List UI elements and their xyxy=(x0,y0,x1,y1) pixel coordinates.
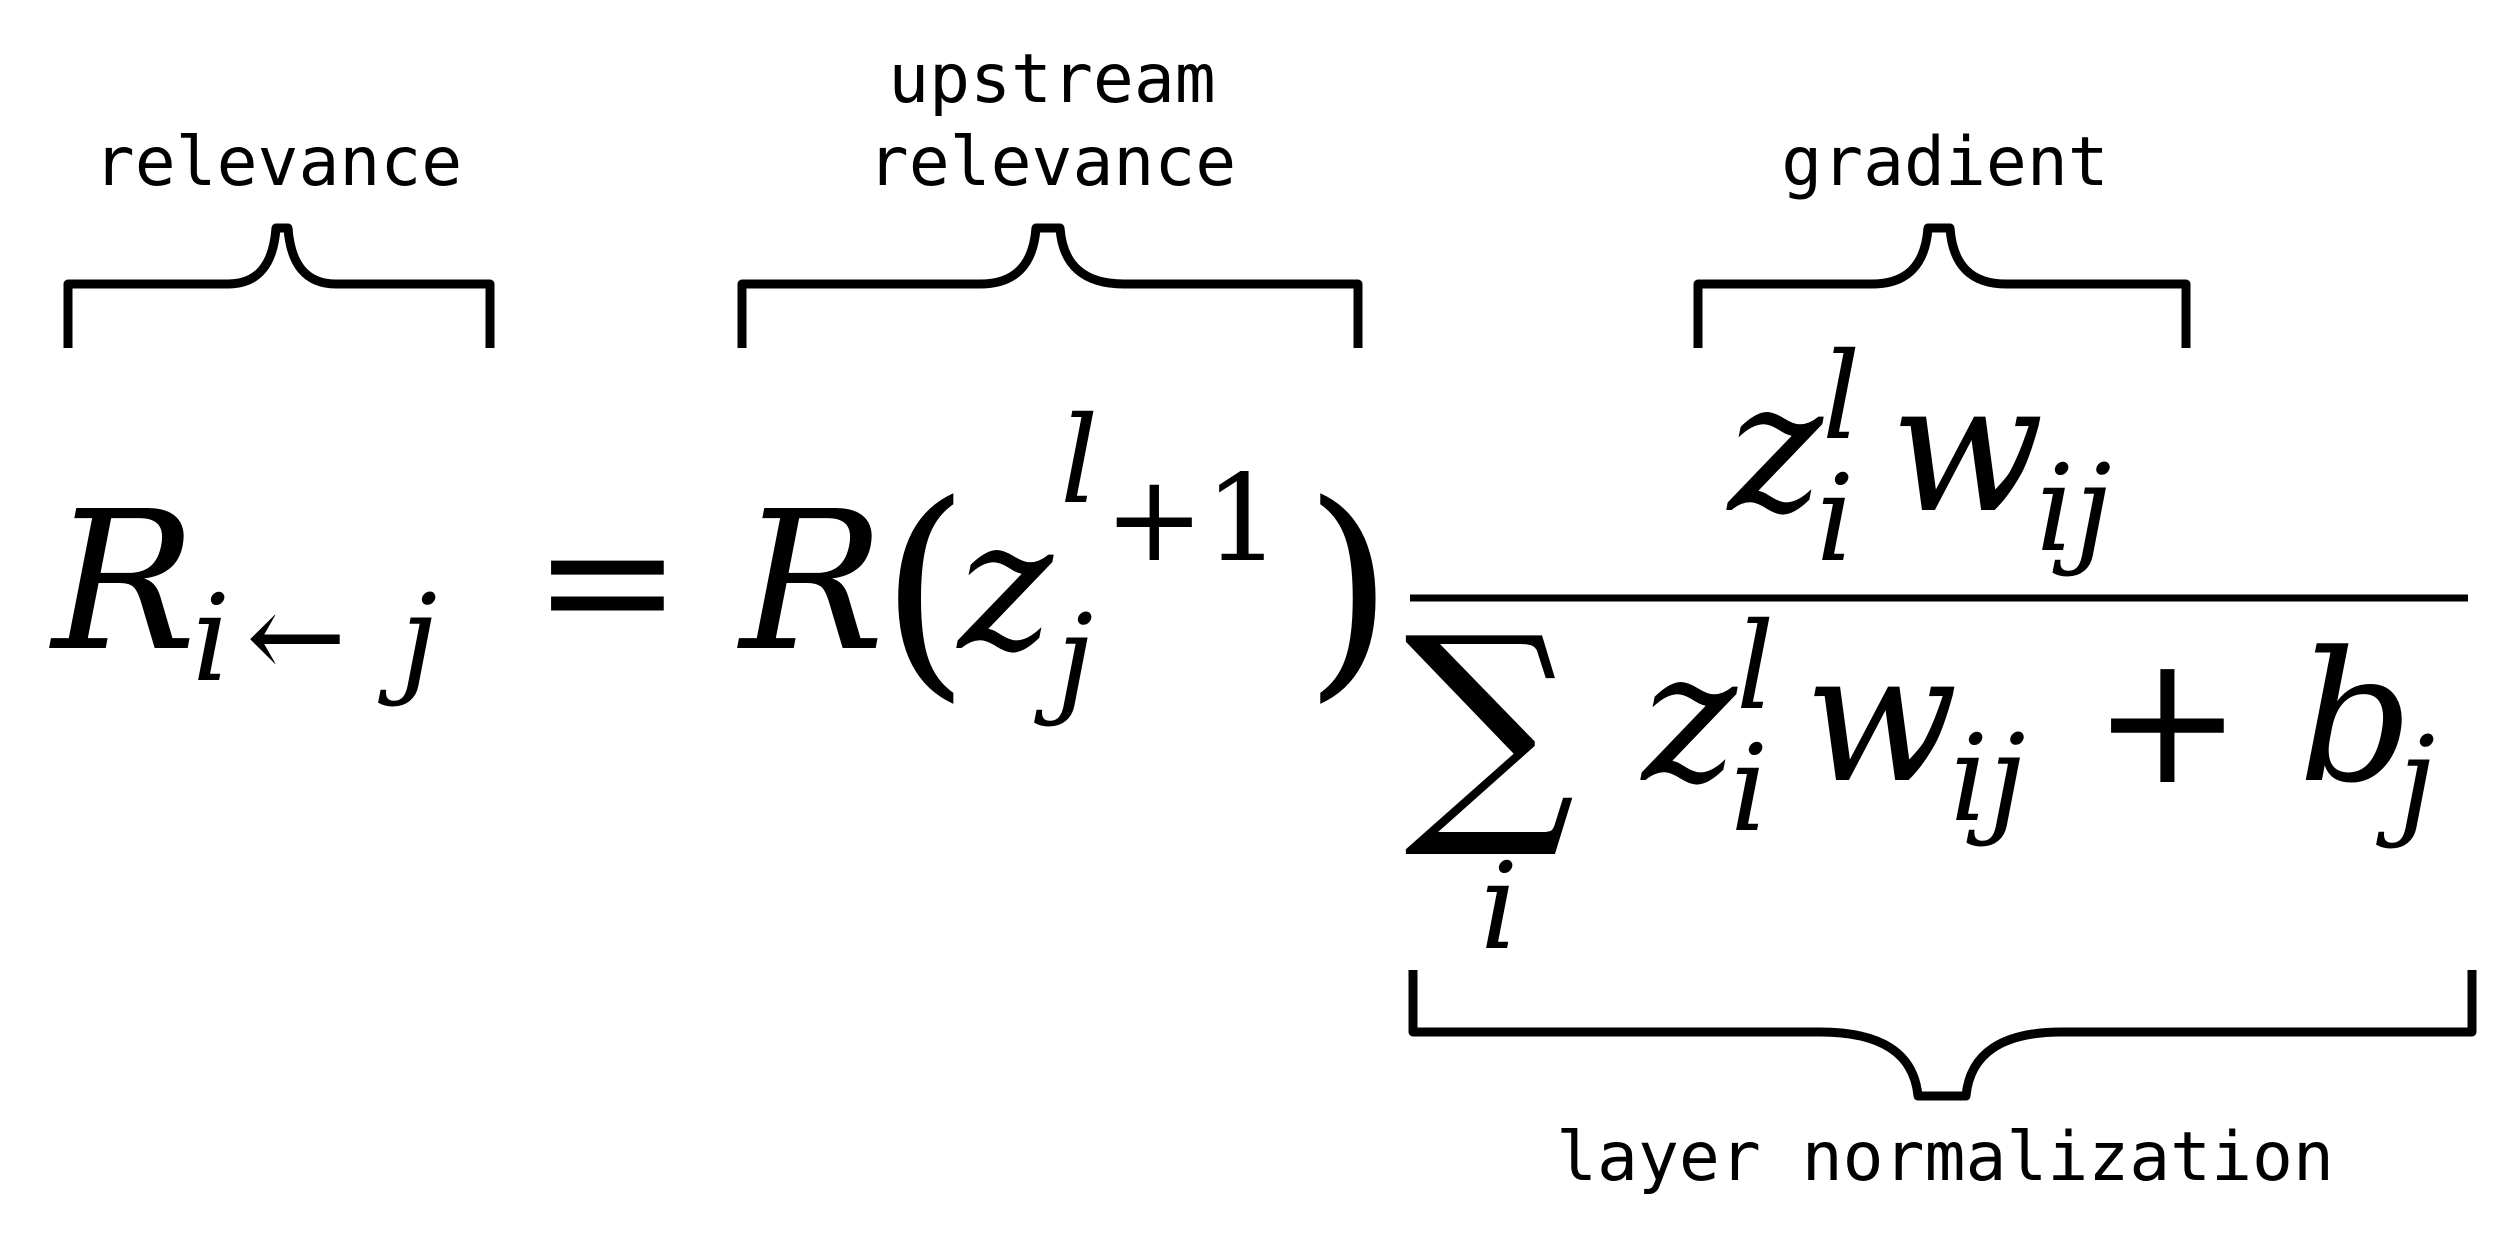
lhs-subscript-i: i xyxy=(192,570,230,709)
denominator-subscript-i: i xyxy=(1730,720,1768,859)
gradient-brace xyxy=(1693,223,2191,348)
layer-normalization-brace xyxy=(1408,970,2477,1101)
sum-index-i: i xyxy=(1480,838,1518,977)
upstream-label-line2: relevance xyxy=(868,123,1236,202)
numerator-w: w xyxy=(1890,344,2044,553)
denominator-superscript-l: l xyxy=(1736,598,1774,737)
upstream-relevance-brace xyxy=(737,223,1363,348)
open-paren: ( xyxy=(880,456,970,723)
plus-sign: + xyxy=(2092,616,2243,825)
relevance-brace xyxy=(63,223,495,348)
lhs-left-arrow: ← xyxy=(246,568,347,707)
upstream-superscript-l: l xyxy=(1060,392,1098,531)
upstream-z: z xyxy=(956,482,1054,691)
layer-normalization-label: layer normalization xyxy=(1556,1118,2334,1197)
denominator-z: z xyxy=(1640,614,1738,823)
numerator-subscript-ij: ij xyxy=(2036,440,2112,579)
lhs-subscript-j: j xyxy=(378,570,437,709)
summation-sign: ∑ xyxy=(1404,585,1575,865)
upstream-relevance-symbol: R xyxy=(737,471,885,694)
equals-sign: = xyxy=(532,476,683,685)
lhs-relevance-symbol: R xyxy=(49,471,197,694)
close-paren: ) xyxy=(1304,456,1394,723)
numerator-subscript-i: i xyxy=(1816,450,1854,589)
upstream-label-line1: upstream xyxy=(888,40,1216,119)
upstream-superscript-plus-one: +1 xyxy=(1104,450,1281,589)
denominator-w: w xyxy=(1804,614,1958,823)
gradient-label: gradient xyxy=(1781,123,2109,202)
bias-b: b xyxy=(2298,614,2413,823)
denominator-subscript-ij: ij xyxy=(1950,710,2026,849)
numerator-z: z xyxy=(1726,344,1824,553)
numerator-superscript-l: l xyxy=(1822,328,1860,467)
relevance-label: relevance xyxy=(94,123,462,202)
